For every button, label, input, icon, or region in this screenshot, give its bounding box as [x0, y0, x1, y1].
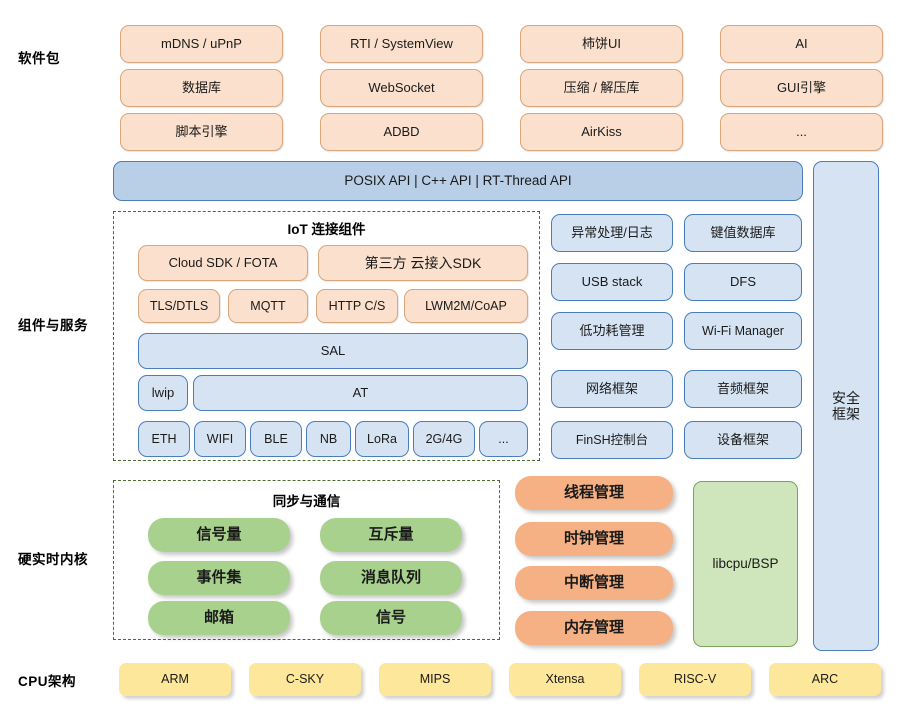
kernel-mgmt-box[interactable]: 时钟管理 [515, 522, 673, 556]
package-box[interactable]: 柿饼UI [520, 25, 683, 63]
package-box[interactable]: RTI / SystemView [320, 25, 483, 63]
link-box[interactable]: NB [306, 421, 351, 457]
component-box[interactable]: 网络框架 [551, 370, 673, 408]
package-box[interactable]: 脚本引擎 [120, 113, 283, 151]
iot-protocol-box[interactable]: TLS/DTLS [138, 289, 220, 323]
kernel-group-title: 同步与通信 [272, 494, 341, 509]
cpu-arch-box[interactable]: RISC-V [639, 663, 751, 696]
iot-protocol-box[interactable]: HTTP C/S [316, 289, 398, 323]
component-box[interactable]: USB stack [551, 263, 673, 301]
kernel-ipc-box[interactable]: 信号量 [148, 518, 290, 552]
component-box[interactable]: Wi-Fi Manager [684, 312, 802, 350]
security-framework-line2: 框架 [832, 406, 860, 422]
lwip-box[interactable]: lwip [138, 375, 188, 411]
kernel-ipc-box[interactable]: 互斥量 [320, 518, 462, 552]
component-box[interactable]: 异常处理/日志 [551, 214, 673, 252]
kernel-mgmt-box[interactable]: 线程管理 [515, 476, 673, 510]
package-box[interactable]: 压缩 / 解压库 [520, 69, 683, 107]
package-box[interactable]: mDNS / uPnP [120, 25, 283, 63]
component-box[interactable]: 键值数据库 [684, 214, 802, 252]
link-box[interactable]: 2G/4G [413, 421, 475, 457]
at-box[interactable]: AT [193, 375, 528, 411]
package-box[interactable]: ADBD [320, 113, 483, 151]
iot-protocol-box[interactable]: LWM2M/CoAP [404, 289, 528, 323]
component-box[interactable]: DFS [684, 263, 802, 301]
api-bar: POSIX API | C++ API | RT-Thread API [113, 161, 803, 201]
cpu-arch-box[interactable]: ARM [119, 663, 231, 696]
row-label-components-services: 组件与服务 [18, 318, 88, 333]
sal-box[interactable]: SAL [138, 333, 528, 369]
link-box[interactable]: WIFI [194, 421, 246, 457]
component-box[interactable]: 低功耗管理 [551, 312, 673, 350]
row-label-software-packages: 软件包 [18, 51, 60, 66]
kernel-ipc-box[interactable]: 消息队列 [320, 561, 462, 595]
libcpu-bsp-box[interactable]: libcpu/BSP [693, 481, 798, 647]
package-box[interactable]: ... [720, 113, 883, 151]
row-label-realtime-kernel: 硬实时内核 [18, 552, 88, 567]
package-box[interactable]: 数据库 [120, 69, 283, 107]
kernel-mgmt-box[interactable]: 内存管理 [515, 611, 673, 645]
row-label-cpu-arch: CPU架构 [18, 674, 77, 689]
link-box[interactable]: ... [479, 421, 528, 457]
kernel-ipc-box[interactable]: 事件集 [148, 561, 290, 595]
package-box[interactable]: AI [720, 25, 883, 63]
cpu-arch-box[interactable]: C-SKY [249, 663, 361, 696]
link-box[interactable]: ETH [138, 421, 190, 457]
kernel-ipc-box[interactable]: 邮箱 [148, 601, 290, 635]
cpu-arch-box[interactable]: Xtensa [509, 663, 621, 696]
component-box[interactable]: 音频框架 [684, 370, 802, 408]
kernel-mgmt-box[interactable]: 中断管理 [515, 566, 673, 600]
package-box[interactable]: WebSocket [320, 69, 483, 107]
link-box[interactable]: BLE [250, 421, 302, 457]
package-box[interactable]: GUI引擎 [720, 69, 883, 107]
iot-group-title: IoT 连接组件 [287, 222, 366, 237]
iot-group-border [113, 211, 540, 461]
iot-protocol-box[interactable]: MQTT [228, 289, 308, 323]
security-framework-box[interactable]: 安全 框架 [813, 161, 879, 651]
component-box[interactable]: FinSH控制台 [551, 421, 673, 459]
kernel-ipc-box[interactable]: 信号 [320, 601, 462, 635]
package-box[interactable]: AirKiss [520, 113, 683, 151]
security-framework-line1: 安全 [832, 389, 860, 406]
component-box[interactable]: 设备框架 [684, 421, 802, 459]
cpu-arch-box[interactable]: ARC [769, 663, 881, 696]
cpu-arch-box[interactable]: MIPS [379, 663, 491, 696]
iot-box[interactable]: Cloud SDK / FOTA [138, 245, 308, 281]
kernel-group-border [113, 480, 500, 640]
iot-box[interactable]: 第三方 云接入SDK [318, 245, 528, 281]
link-box[interactable]: LoRa [355, 421, 409, 457]
